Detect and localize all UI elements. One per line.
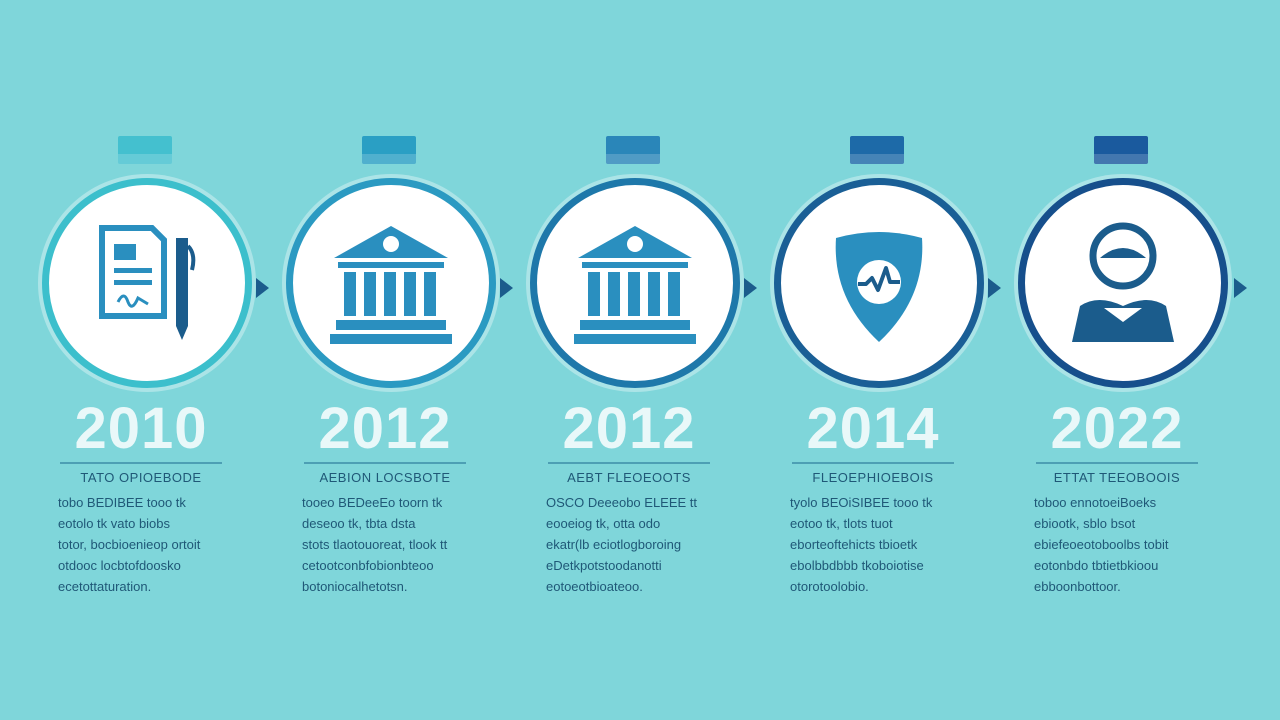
description-line: eDetkpotstoodanotti xyxy=(546,558,662,573)
step-heading: FLEOEPHIOEBOIS xyxy=(792,462,954,485)
description-line: eborteoftehicts tbioetk xyxy=(790,537,918,552)
step-year: 2022 xyxy=(1050,396,1184,461)
timeline-step-4: 2014 FLEOEPHIOEBOIS tyolo BEOiSIBEE tooo… xyxy=(768,0,988,720)
bank-building-icon xyxy=(330,226,452,344)
description-line: OSCO Deeeobo ELEEE tt xyxy=(546,495,698,510)
bank-building-icon xyxy=(574,226,696,344)
timeline-step-5: 2022 ETTAT TEEOBOOIS toboo ennotoeiBoeks… xyxy=(1012,0,1232,720)
arrow-icon xyxy=(500,278,513,298)
description-line: otorotoolobio. xyxy=(790,579,869,594)
timeline-step-2: 2012 AEBION LOCSBOTE tooeo BEDeeEo toorn… xyxy=(280,0,500,720)
step-circle xyxy=(42,178,252,388)
description-line: stots tlaotouoreat, tlook tt xyxy=(302,537,448,552)
step-heading: ETTAT TEEOBOOIS xyxy=(1036,462,1198,485)
document-pen-icon xyxy=(99,225,196,340)
timeline-step-3: 2012 AEBT FLEOEOOTS OSCO Deeeobo ELEEE t… xyxy=(524,0,744,720)
arrow-icon xyxy=(744,278,757,298)
description-line: botoniocalhetotsn. xyxy=(302,579,408,594)
description-line: eotolo tk vato biobs xyxy=(58,516,171,531)
step-circle xyxy=(1018,178,1228,388)
description-line: eooeiog tk, otta odo xyxy=(546,516,661,531)
step-heading: AEBION LOCSBOTE xyxy=(304,462,466,485)
step-description: OSCO Deeeobo ELEEE tt eooeiog tk, otta o… xyxy=(546,492,718,597)
description-line: ecetottaturation. xyxy=(58,579,152,594)
description-line: tooeo BEDeeEo toorn tk xyxy=(302,495,443,510)
description-line: deseoo tk, tbta dsta xyxy=(302,516,416,531)
step-circle xyxy=(286,178,496,388)
step-tab xyxy=(850,136,904,164)
description-line: cetootconbfobionbteoo xyxy=(302,558,434,573)
step-tab xyxy=(1094,136,1148,164)
description-line: ekatr(lb eciotlogboroing xyxy=(546,537,682,552)
description-line: ebiootk, sblo bsot xyxy=(1034,516,1136,531)
step-tab xyxy=(118,136,172,164)
step-year: 2012 xyxy=(562,396,696,461)
step-heading: AEBT FLEOEOOTS xyxy=(548,462,710,485)
step-circle xyxy=(530,178,740,388)
shield-check-icon xyxy=(835,232,923,342)
step-description: tobo BEDIBEE tooo tk eotolo tk vato biob… xyxy=(58,492,230,597)
description-line: ebiefeoeotoboolbs tobit xyxy=(1034,537,1169,552)
description-line: tyolo BEOiSIBEE tooo tk xyxy=(790,495,933,510)
step-tab xyxy=(362,136,416,164)
arrow-icon xyxy=(988,278,1001,298)
step-year: 2012 xyxy=(318,396,452,461)
arrow-icon xyxy=(1234,278,1247,298)
description-line: otdooc locbtofdoosko xyxy=(58,558,181,573)
step-year: 2014 xyxy=(806,396,940,461)
description-line: totor, bocbioenieop ortoit xyxy=(58,537,201,552)
description-line: ebolbbdbbb tkoboiotise xyxy=(790,558,924,573)
description-line: tobo BEDIBEE tooo tk xyxy=(58,495,186,510)
step-description: tooeo BEDeeEo toorn tk deseoo tk, tbta d… xyxy=(302,492,474,597)
step-year: 2010 xyxy=(74,396,208,461)
description-line: eotonbdo tbtietbkioou xyxy=(1034,558,1159,573)
timeline-step-1: 2010 TATO OPIOEBODE tobo BEDIBEE tooo tk… xyxy=(36,0,256,720)
description-line: eotoeotbioateoo. xyxy=(546,579,643,594)
description-line: eotoo tk, tlots tuot xyxy=(790,516,893,531)
step-circle xyxy=(774,178,984,388)
step-description: toboo ennotoeiBoeks ebiootk, sblo bsot e… xyxy=(1034,492,1206,597)
arrow-icon xyxy=(256,278,269,298)
description-line: ebboonbottoor. xyxy=(1034,579,1121,594)
person-avatar-icon xyxy=(1072,222,1174,342)
step-heading: TATO OPIOEBODE xyxy=(60,462,222,485)
step-description: tyolo BEOiSIBEE tooo tk eotoo tk, tlots … xyxy=(790,492,962,597)
step-tab xyxy=(606,136,660,164)
description-line: toboo ennotoeiBoeks xyxy=(1034,495,1157,510)
